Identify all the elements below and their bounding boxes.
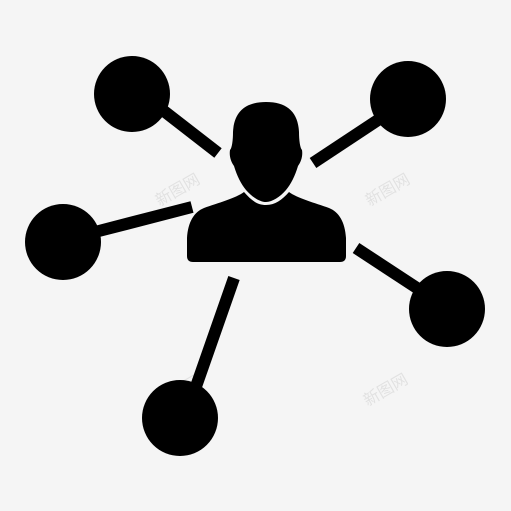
connector-top-right [309,114,382,169]
connector-left [93,201,194,238]
person-head [229,102,303,202]
connector-right [352,242,424,296]
node-circle-left [25,204,101,280]
person-icon [187,102,346,262]
node-circle-top-left [94,56,170,132]
person-shoulders [187,192,346,262]
connector-bottom [186,276,240,400]
connector-lines [93,103,424,400]
node-circle-top-right [370,61,446,137]
node-circle-bottom [142,380,218,456]
node-circle-right [409,271,485,347]
satellite-nodes [25,56,485,456]
connector-top-left [156,103,222,158]
